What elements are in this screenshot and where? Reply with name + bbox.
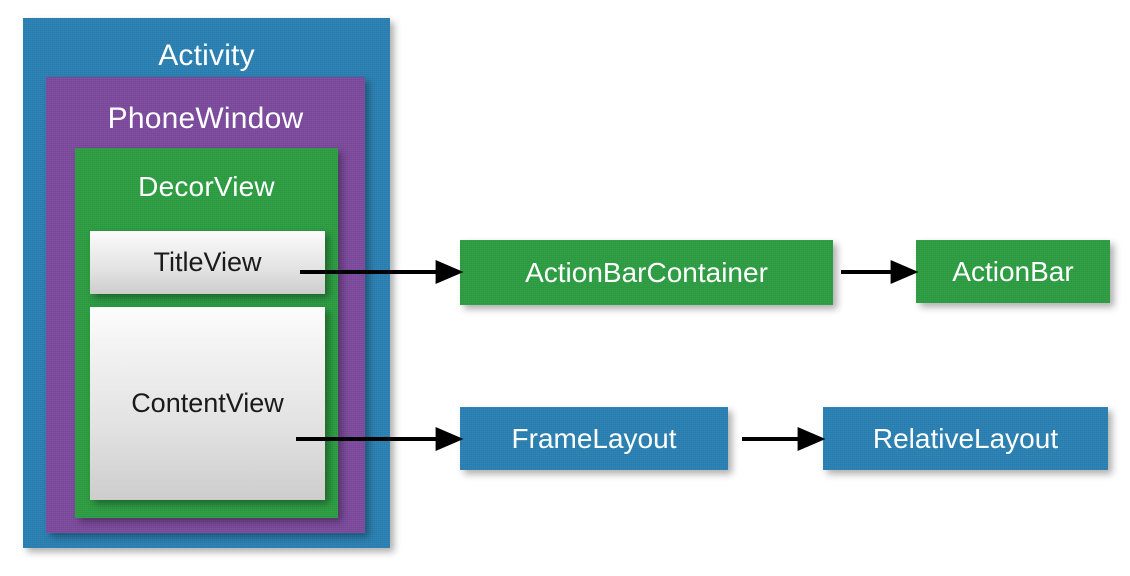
box-actionbar-label: ActionBar (952, 255, 1074, 287)
box-actionbar[interactable]: ActionBar (916, 240, 1110, 303)
box-contentview[interactable]: ContentView (90, 307, 325, 500)
box-activity-label: Activity (158, 39, 255, 72)
box-actionbarcontainer-label: ActionBarContainer (525, 256, 768, 288)
box-contentview-label: ContentView (131, 388, 284, 418)
box-framelayout[interactable]: FrameLayout (460, 407, 728, 470)
box-actionbarcontainer[interactable]: ActionBarContainer (460, 240, 833, 305)
box-phonewindow-label: PhoneWindow (107, 102, 304, 135)
box-relativelayout[interactable]: RelativeLayout (823, 407, 1108, 470)
box-titleview[interactable]: TitleView (90, 231, 325, 294)
box-framelayout-label: FrameLayout (511, 422, 677, 454)
box-decorview-label: DecorView (138, 171, 275, 202)
box-titleview-label: TitleView (153, 247, 262, 277)
box-relativelayout-label: RelativeLayout (872, 422, 1059, 454)
